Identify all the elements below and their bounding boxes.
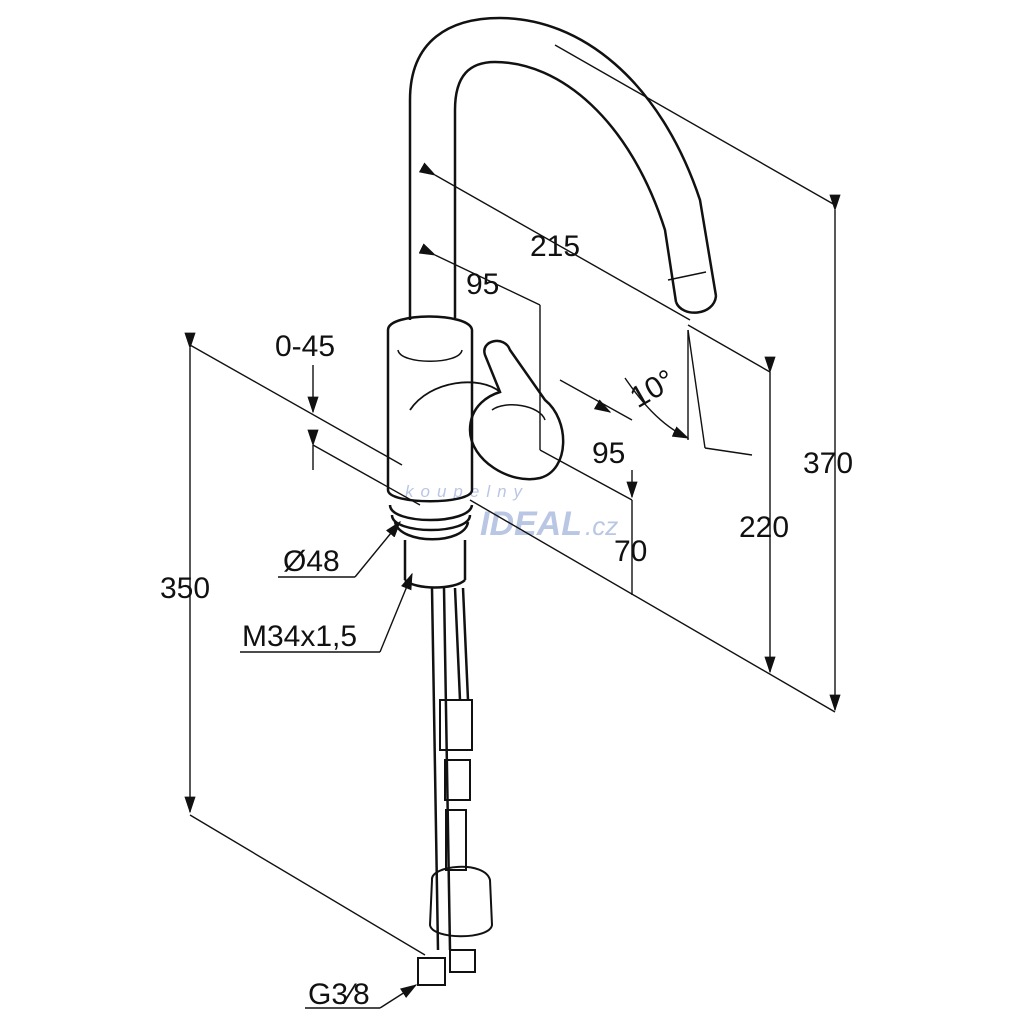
mounting-shank bbox=[403, 540, 467, 589]
dim-swivel-angle: 0-45 bbox=[275, 330, 335, 363]
handle-lever bbox=[468, 339, 565, 481]
dim-connection: G3⁄8 bbox=[308, 978, 370, 1011]
dim-spout-reach: 215 bbox=[530, 230, 580, 263]
watermark: koupelny IDEAL .cz bbox=[405, 482, 618, 543]
check-valve bbox=[428, 865, 494, 938]
faucet-body bbox=[386, 315, 474, 503]
faucet-outline bbox=[386, 16, 718, 986]
watermark-text: IDEAL bbox=[480, 505, 582, 543]
dim-handle-offset: 95 bbox=[466, 268, 499, 301]
hose bbox=[430, 587, 470, 951]
watermark-text: .cz bbox=[585, 511, 618, 541]
hose-connector bbox=[439, 699, 473, 871]
watermark-text: koupelny bbox=[405, 482, 529, 501]
dim-hose-length: 350 bbox=[160, 572, 210, 605]
dim-handle-depth: 95 bbox=[592, 437, 625, 470]
dim-spray-angle: 10° bbox=[625, 363, 681, 414]
dim-spout-height: 220 bbox=[739, 511, 789, 544]
connection-nut bbox=[417, 949, 476, 986]
dim-base-diameter: Ø48 bbox=[283, 545, 340, 578]
dimension-lines bbox=[184, 44, 841, 1009]
dim-body-height: 70 bbox=[614, 535, 647, 568]
dim-thread: M34x1,5 bbox=[242, 620, 357, 653]
dim-total-height: 370 bbox=[803, 447, 853, 480]
dimension-labels: 215 95 0-45 95 10° 370 220 70 350 Ø48 M3… bbox=[160, 230, 853, 1011]
spout bbox=[408, 16, 718, 320]
base-ring bbox=[388, 504, 474, 541]
